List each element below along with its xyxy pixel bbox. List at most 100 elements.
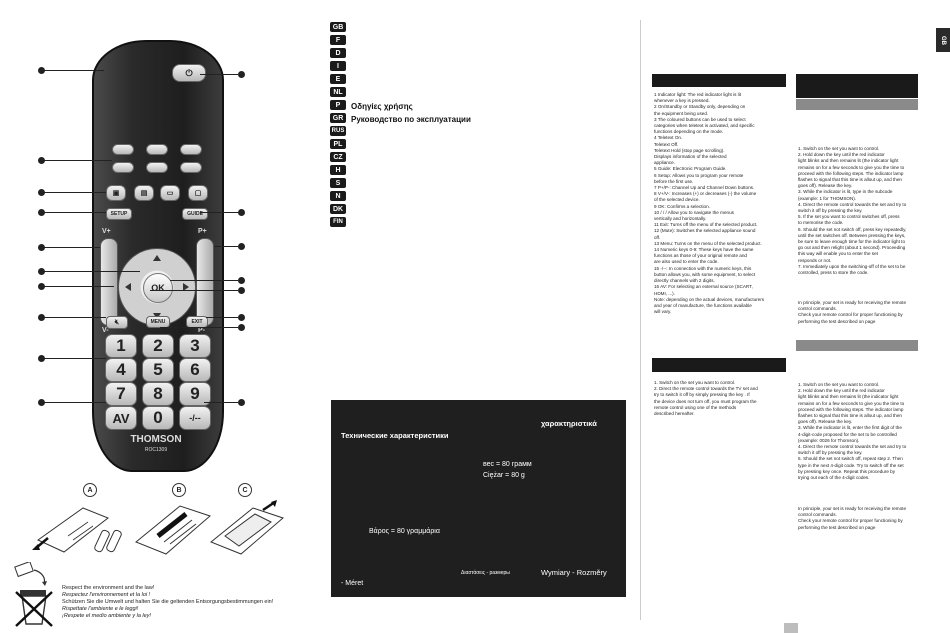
text-line: 11 Exit: Turns off the menu of the selec… (654, 222, 758, 228)
recycle-bin-icon (14, 562, 53, 627)
text-line: described hereafter. (654, 411, 695, 417)
dimensions-pl-cz: Wymiary - Rozměry (541, 568, 607, 577)
text-line: of the selected device. (654, 197, 700, 203)
key-7: 7 (105, 382, 137, 406)
digit-entry-note: In principle, your set is ready for rece… (798, 506, 906, 531)
weight-russian: вес = 80 грамм (483, 461, 532, 468)
text-line: 10 / / / Allow you to navigate the menus (654, 209, 734, 215)
text-line: will vary. (654, 309, 672, 315)
key-4: 4 (105, 358, 137, 382)
text-line: switch it off by pressing the key. (798, 208, 863, 214)
text-line: 5. Should the set not switch off, repeat… (798, 456, 903, 462)
text-line: switch it off by pressing the key. (798, 450, 863, 456)
callout-line (214, 246, 238, 247)
text-line: Teletext Hold (stop page scrolling). (654, 147, 725, 153)
teletext-hold-button: ▭ (160, 185, 180, 201)
text-line: 9 OK: Confirms a selection. (654, 203, 710, 209)
text-line: 3. While the indicator is lit, enter the… (798, 425, 902, 431)
callout-dot (38, 399, 45, 406)
text-line: flashes to signal that this time is allo… (798, 177, 902, 183)
callout-dot (238, 324, 245, 331)
key-av: AV (105, 406, 137, 430)
callout-dot (238, 243, 245, 250)
column-divider (640, 20, 641, 620)
text-line: Check your remote control for proper fun… (798, 312, 903, 318)
text-line: be sure to leave enough time for the ind… (798, 239, 905, 245)
menu-button: MENU (146, 316, 170, 328)
callout-line (44, 247, 100, 248)
callout-dot (238, 287, 245, 294)
text-line: remote control using one of the methods (654, 404, 737, 410)
text-line: 12 (Mute): Switches the selected applian… (654, 228, 756, 234)
functions-header-bar (652, 74, 786, 87)
text-line: 7 P+/P-: Channel Up and Channel Down but… (654, 185, 755, 191)
recycle-notice: Respect the environment and the law! Res… (62, 585, 273, 620)
callout-line (44, 402, 106, 403)
language-badge-h: H (330, 165, 346, 175)
code-entry-note: In principle, your set is ready for rece… (798, 300, 906, 325)
language-badge-gr: GR (330, 113, 346, 123)
text-line: 2 On/Standby or Standby only, depending … (654, 104, 746, 110)
text-line: functions as those of your original remo… (654, 253, 747, 259)
callout-dot (238, 71, 245, 78)
text-line: remains on for a few seconds to give you… (798, 164, 905, 170)
callout-dot (38, 283, 45, 290)
text-line: HDMI, ...). (654, 290, 675, 296)
teletext-off-button: ▤ (134, 185, 154, 201)
text-line: 2. Hold down the key until the red indic… (798, 388, 885, 394)
hold-icon: ▭ (166, 190, 174, 197)
battery-step-c-illustration (210, 500, 284, 555)
setup-button: SETUP (106, 208, 132, 220)
callout-line (44, 160, 112, 161)
text-line: In principle, your set is ready for rece… (798, 506, 907, 511)
callout-line (44, 192, 106, 193)
callout-line (44, 317, 106, 318)
mute-icon: 🔇︎ (114, 318, 120, 326)
key-8: 8 (142, 382, 174, 406)
text-line: trying out each of the 4-digit codes. (798, 475, 870, 481)
text-line: vertically and horizontally. (654, 216, 707, 222)
callout-dot (38, 268, 45, 275)
text-line: 4-digit-code proposed for the set to be … (798, 431, 897, 437)
callout-line (44, 358, 106, 359)
text-line: 16 AV: For selecting an external source … (654, 284, 753, 290)
text-line: 6 Setup: Allows you to program your remo… (654, 172, 744, 178)
power-button: ⏻ (172, 64, 206, 82)
callout-line (150, 290, 238, 291)
arrow-right-icon (183, 283, 189, 291)
digit-entry-header-bar (796, 340, 918, 351)
text-line: try to switch it off by simply pressing … (654, 392, 750, 398)
text-line: In principle, your set is ready for rece… (798, 300, 907, 305)
text-line: appliance. (654, 160, 675, 166)
text-line: until the set switches off. Between pres… (798, 232, 906, 238)
text-line: 13 Menu: Turns on the menu of the select… (654, 240, 762, 246)
text-line: 7. Immediately upon the switching-off of… (798, 263, 906, 269)
text-line: 1. Switch on the set you want to control… (798, 146, 880, 151)
callout-dot (38, 244, 45, 251)
callout-dot (38, 209, 45, 216)
text-line: 1. Switch on the set you want to control… (654, 380, 736, 385)
language-badge-e: E (330, 74, 346, 84)
text-line: light blinks and then remains lit (the i… (798, 394, 899, 400)
color-button-yellow (180, 144, 202, 155)
callout-dot (38, 189, 45, 196)
language-badge-n: N (330, 191, 346, 201)
language-badge-gb: GB (330, 22, 346, 32)
text-line: 2. Hold down the key until the red indic… (798, 152, 885, 158)
mute-button: 🔇︎ (106, 316, 128, 329)
battery-step-b-illustration (135, 505, 211, 555)
text-line: 5 Guide: Electronic Program Guide. (654, 166, 727, 172)
callout-line (44, 286, 114, 287)
text-line: Note: depending on the actual devices, m… (654, 296, 765, 302)
callout-line (200, 212, 238, 213)
text-line: and year of manufacture, the functions a… (654, 302, 752, 308)
callout-dot (238, 209, 245, 216)
language-badge-i: I (330, 61, 346, 71)
text-line: 3 The coloured buttons can be used to se… (654, 116, 746, 122)
text-line: 8 V+/V-: Increases (+) or decreases (-) … (654, 191, 757, 197)
title-greek: Οδηγίες χρήσης (351, 102, 413, 111)
text-line: go out and then relight (about 1 second)… (798, 245, 906, 251)
brand-logo: THOMSON (130, 434, 182, 445)
text-line: 2. Direct the remote control towards the… (654, 386, 758, 392)
text-line: before the first use. (654, 178, 694, 184)
